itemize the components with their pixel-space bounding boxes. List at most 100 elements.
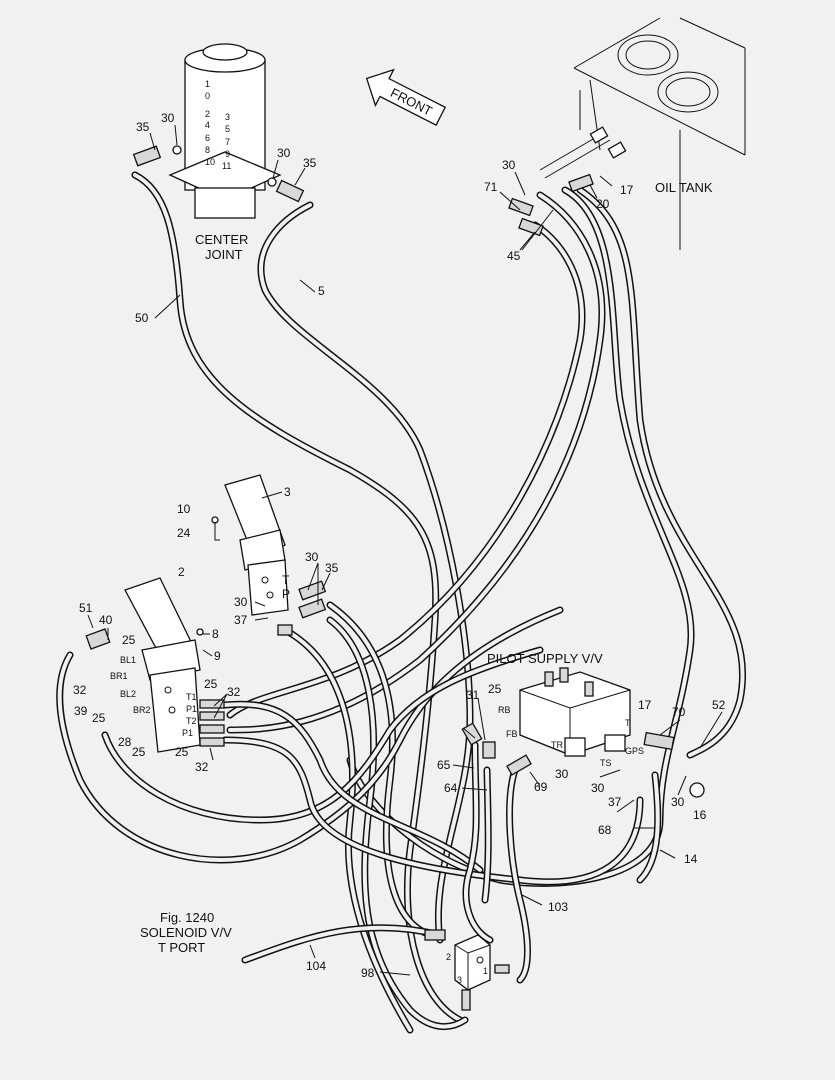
callout-25b: 25 bbox=[92, 711, 106, 725]
port-bl2-label: BL2 bbox=[120, 689, 136, 699]
callout-30a: 30 bbox=[161, 111, 175, 125]
callout-37b: 37 bbox=[608, 795, 622, 809]
cj-port-4: 4 bbox=[205, 120, 210, 130]
callout-30h: 30 bbox=[671, 795, 685, 809]
callout-9: 9 bbox=[214, 649, 221, 663]
front-arrow: FRONT bbox=[365, 68, 447, 126]
cj-port-0: 0 bbox=[205, 91, 210, 101]
port-t-label: T bbox=[282, 573, 290, 587]
oil-tank: OIL TANK bbox=[539, 17, 746, 250]
port-br1-label: BR1 bbox=[110, 671, 128, 681]
center-joint-label-1: CENTER bbox=[195, 232, 248, 247]
callout-leaders bbox=[87, 124, 723, 976]
cj-port-7: 7 bbox=[225, 137, 230, 147]
port-br2-label: BR2 bbox=[133, 705, 151, 715]
hoses bbox=[56, 171, 747, 1034]
callout-35b: 35 bbox=[303, 156, 317, 170]
callout-14: 14 bbox=[684, 852, 698, 866]
callout-65: 65 bbox=[437, 758, 451, 772]
port-p1b-label: P1 bbox=[182, 728, 193, 738]
callout-64: 64 bbox=[444, 781, 458, 795]
port-ts-label: TS bbox=[600, 758, 612, 768]
port-t-valve-label: T bbox=[625, 718, 631, 728]
callout-25a: 25 bbox=[122, 633, 136, 647]
callout-16: 16 bbox=[693, 808, 707, 822]
callout-31: 31 bbox=[466, 688, 480, 702]
port-rb-label: RB bbox=[498, 705, 511, 715]
cj-port-2: 2 bbox=[205, 109, 210, 119]
callout-45: 45 bbox=[507, 249, 521, 263]
solenoid-ref-line-2: SOLENOID V/V bbox=[140, 925, 232, 940]
callout-32c: 32 bbox=[195, 760, 209, 774]
callout-32b: 32 bbox=[227, 685, 241, 699]
callout-17b: 17 bbox=[638, 698, 652, 712]
sol-port-3-label: 3 bbox=[457, 975, 462, 985]
callout-30f: 30 bbox=[555, 767, 569, 781]
callout-2: 2 bbox=[178, 565, 185, 579]
callout-numbers: 35 30 30 35 50 5 30 71 45 17 20 3 10 24 … bbox=[73, 111, 726, 980]
callout-40: 40 bbox=[99, 613, 113, 627]
port-fb-label: FB bbox=[506, 729, 518, 739]
callout-17a: 17 bbox=[620, 183, 634, 197]
callout-30e: 30 bbox=[234, 595, 248, 609]
port-t2-label: T2 bbox=[186, 716, 197, 726]
port-gps-label: GPS bbox=[625, 746, 644, 756]
pilot-supply-valve: PILOT SUPPLY V/V RB FB TR TS GPS T bbox=[487, 651, 644, 768]
callout-104: 104 bbox=[306, 959, 326, 973]
callout-30b: 30 bbox=[277, 146, 291, 160]
callout-103: 103 bbox=[548, 900, 568, 914]
solenoid-ref-line-1: Fig. 1240 bbox=[160, 910, 214, 925]
cj-port-8: 8 bbox=[205, 145, 210, 155]
callout-20: 20 bbox=[596, 197, 610, 211]
callout-8: 8 bbox=[212, 627, 219, 641]
callout-35c: 35 bbox=[325, 561, 339, 575]
sol-port-2-label: 2 bbox=[446, 952, 451, 962]
callout-35a: 35 bbox=[136, 120, 150, 134]
callout-68: 68 bbox=[598, 823, 612, 837]
solenoid-ref-line-3: T PORT bbox=[158, 940, 205, 955]
cj-port-9: 9 bbox=[225, 149, 230, 159]
center-joint-ports: 1 0 2 4 6 8 10 3 5 7 9 11 bbox=[205, 79, 231, 171]
callout-25f: 25 bbox=[488, 682, 502, 696]
callout-51: 51 bbox=[79, 601, 93, 615]
cj-port-10: 10 bbox=[205, 157, 215, 167]
callout-3: 3 bbox=[284, 485, 291, 499]
callout-10: 10 bbox=[177, 502, 191, 516]
center-joint-label-2: JOINT bbox=[205, 247, 243, 262]
cj-port-6: 6 bbox=[205, 133, 210, 143]
callout-39: 39 bbox=[74, 704, 88, 718]
center-joint: 1 0 2 4 6 8 10 3 5 7 9 11 CENTER JOINT bbox=[168, 43, 282, 262]
port-t1-label: T1 bbox=[186, 692, 197, 702]
cj-port-1: 1 bbox=[205, 79, 210, 89]
callout-30c: 30 bbox=[502, 158, 516, 172]
pilot-supply-label: PILOT SUPPLY V/V bbox=[487, 651, 603, 666]
pedal-valve-3: T P bbox=[211, 474, 290, 616]
callout-98: 98 bbox=[361, 966, 375, 980]
pedal-valve-2: BL1 BR1 BL2 BR2 T1 P1 T2 P1 bbox=[110, 577, 204, 753]
callout-5: 5 bbox=[318, 284, 325, 298]
port-bl1-label: BL1 bbox=[120, 655, 136, 665]
port-p-label: P bbox=[282, 587, 290, 601]
callout-69: 69 bbox=[534, 780, 548, 794]
callout-25e: 25 bbox=[175, 745, 189, 759]
callout-52: 52 bbox=[712, 698, 726, 712]
callout-25d: 25 bbox=[204, 677, 218, 691]
cj-port-11: 11 bbox=[222, 161, 231, 171]
callout-28: 28 bbox=[118, 735, 132, 749]
port-tr-label: TR bbox=[551, 740, 563, 750]
callout-25c: 25 bbox=[132, 745, 146, 759]
callout-70: 70 bbox=[672, 705, 686, 719]
callout-71: 71 bbox=[484, 180, 498, 194]
solenoid-block: 2 1 3 Fig. 1240 SOLENOID V/V T PORT bbox=[140, 910, 510, 1011]
callout-37a: 37 bbox=[234, 613, 248, 627]
callout-30d: 30 bbox=[305, 550, 319, 564]
callout-24: 24 bbox=[177, 526, 191, 540]
callout-50: 50 bbox=[135, 311, 149, 325]
oil-tank-label: OIL TANK bbox=[655, 180, 713, 195]
callout-30g: 30 bbox=[591, 781, 605, 795]
fittings bbox=[85, 145, 705, 798]
sol-port-1-label: 1 bbox=[483, 966, 488, 976]
cj-port-3: 3 bbox=[225, 112, 230, 122]
port-p1-label: P1 bbox=[186, 704, 197, 714]
